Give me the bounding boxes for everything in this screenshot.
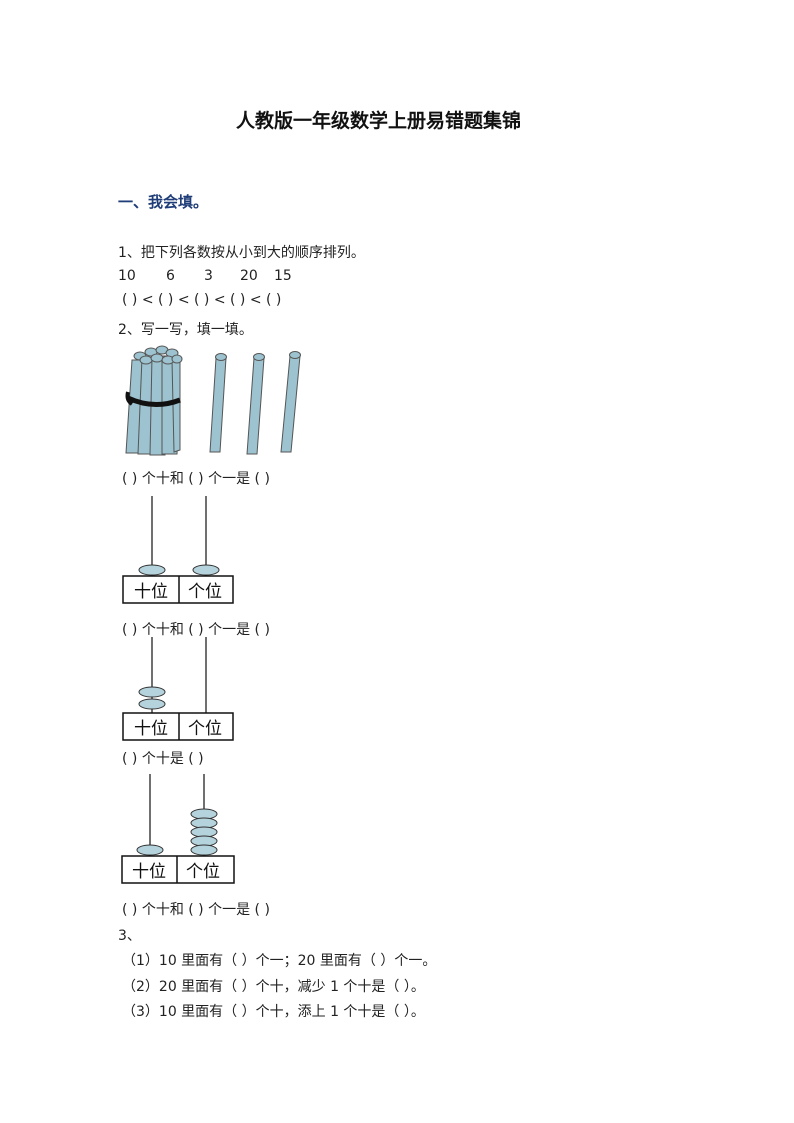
ones-place-label: 个位: [186, 862, 220, 882]
number: 10: [118, 268, 136, 284]
tens-bead: [136, 844, 164, 856]
q3-item-1[interactable]: （1）10 里面有（ ）个一；20 里面有（ ）个一。: [122, 953, 437, 969]
abacus-3-caption[interactable]: ( ) 个十和 ( ) 个一是 ( ): [122, 902, 270, 918]
sticks-caption[interactable]: ( ) 个十和 ( ) 个一是 ( ): [122, 471, 270, 487]
sticks-illustration: [125, 345, 301, 456]
number: 6: [166, 268, 175, 284]
abacus-3: 十位 个位: [121, 774, 235, 884]
tens-bead: [138, 564, 166, 576]
q1-answer-blanks[interactable]: ( ) < ( ) < ( ) < ( ) < ( ): [122, 292, 282, 308]
tens-bead: [138, 698, 166, 710]
q3-item-3[interactable]: （3）10 里面有（ ）个十，添上 1 个十是（ ）。: [122, 1004, 425, 1020]
page-title: 人教版一年级数学上册易错题集锦: [236, 110, 522, 132]
tens-place-label: 十位: [134, 582, 168, 602]
tens-bead: [138, 686, 166, 698]
tens-place-label: 十位: [134, 719, 168, 739]
number: 15: [274, 268, 292, 284]
section-heading: 一、我会填。: [118, 193, 209, 211]
q3-item-2[interactable]: （2）20 里面有（ ）个十，减少 1 个十是（ ）。: [122, 979, 425, 995]
abacus-1: 十位 个位: [122, 496, 234, 604]
ones-place-label: 个位: [188, 719, 222, 739]
q1-prompt: 1、把下列各数按从小到大的顺序排列。: [118, 245, 365, 261]
tens-place-label: 十位: [132, 862, 166, 882]
abacus-1-caption[interactable]: ( ) 个十和 ( ) 个一是 ( ): [122, 622, 270, 638]
q3-prompt: 3、: [118, 928, 141, 944]
number: 3: [204, 268, 213, 284]
abacus-2: 十位 个位: [122, 637, 234, 741]
ones-bead: [190, 844, 218, 856]
ones-place-label: 个位: [188, 582, 222, 602]
ones-bead: [192, 564, 220, 576]
number: 20: [240, 268, 258, 284]
abacus-2-caption[interactable]: ( ) 个十是 ( ): [122, 751, 204, 767]
q1-numbers: 10 6 3 20 15: [118, 268, 292, 284]
q2-prompt: 2、写一写，填一填。: [118, 322, 253, 338]
